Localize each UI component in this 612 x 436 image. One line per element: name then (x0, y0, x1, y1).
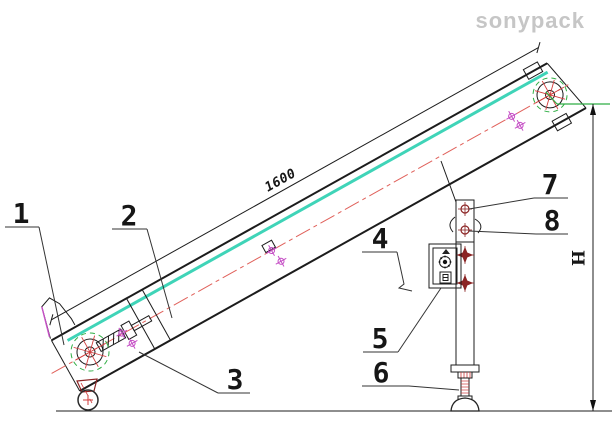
callout-3: 3 (138, 351, 250, 396)
callout-2-leader (146, 228, 173, 319)
wheel-center-cross (83, 395, 93, 405)
callout-3-label: 3 (227, 363, 244, 396)
bracket-bolts (458, 202, 472, 237)
callout-8-label: 8 (544, 204, 561, 237)
callout-1-label: 1 (13, 197, 30, 230)
frame-bottom-edge (79, 107, 587, 392)
pivot-hook-left (449, 216, 456, 233)
head-bearing-block-top (522, 61, 544, 80)
callout-5-label: 5 (372, 322, 389, 355)
head-pulley (532, 77, 568, 113)
dimension-tick-end (536, 41, 541, 54)
control-box (428, 243, 462, 289)
caster-fork (76, 378, 98, 393)
pulley-crosshair (534, 79, 566, 110)
caster-centerline (80, 382, 93, 404)
callout-4-label: 4 (372, 222, 389, 255)
callout-6-label: 6 (373, 356, 390, 389)
callout-4-leader (396, 251, 413, 292)
arrow-down (590, 400, 596, 411)
extension-line-diagonal (545, 91, 558, 105)
callout-2-label: 2 (121, 199, 138, 232)
callout-1: 1 (5, 197, 65, 346)
frame-top-edge (50, 62, 548, 342)
conveyor-belt (66, 70, 549, 342)
callout-8: 8 (468, 204, 568, 237)
bolt-marker-tail (116, 327, 138, 349)
callout-6-leader (408, 385, 460, 391)
callout-7: 7 (468, 168, 568, 210)
callout-1-leader (38, 226, 65, 346)
column-cap (450, 364, 480, 373)
caster-wheel (76, 378, 99, 411)
control-knob (438, 255, 452, 269)
tail-pulley (70, 332, 110, 372)
wheel-outline (77, 389, 99, 411)
dimension-tick-start (49, 314, 54, 326)
head-bearing-block-bottom (551, 112, 573, 132)
tensioner-rod (130, 315, 153, 332)
pulley-pitch-circle (532, 77, 568, 113)
cross-member (126, 298, 156, 350)
callouts: 1 2 3 4 5 6 7 (5, 168, 568, 396)
callout-5: 5 (363, 287, 442, 355)
callout-3-leader (138, 351, 219, 394)
watermark-text: sonypack (476, 8, 586, 33)
pivot-bracket (455, 199, 475, 243)
support-strut (440, 160, 457, 203)
arrow-up (590, 104, 596, 115)
screw-threads (461, 380, 469, 394)
callout-7-leader (468, 197, 535, 210)
hatch-line (112, 332, 115, 345)
conveyor-assembly: 1600 (41, 41, 587, 392)
callout-5-leader (397, 287, 442, 353)
callout-8-leader (468, 230, 537, 235)
pulley-crosshair (73, 335, 107, 369)
indicator-mark (442, 249, 450, 254)
callout-2: 2 (112, 199, 173, 319)
foot-pad (450, 397, 480, 412)
flap-edge-highlight (41, 306, 51, 338)
frame-tail-end-cap (50, 340, 81, 392)
frame-cross-members (126, 289, 171, 350)
callout-6: 6 (362, 356, 460, 391)
pulley-pitch-circle (70, 332, 110, 372)
bolt-marker-head (506, 110, 526, 131)
callout-4: 4 (362, 222, 413, 292)
roller-bolt-markers (116, 110, 526, 349)
height-dimension-label: H (567, 250, 587, 266)
height-dimension: H (545, 91, 610, 411)
callout-7-label: 7 (542, 168, 559, 201)
support-column (440, 160, 482, 412)
dimension-line (51, 47, 539, 321)
conveyor-centerline (51, 84, 569, 374)
bolt-marker-mid (261, 239, 287, 267)
belt-length-dimension-text: 1600 (262, 166, 298, 195)
control-button (439, 271, 452, 284)
nut-hatch (460, 372, 471, 378)
control-box-housing (428, 243, 462, 289)
control-box-panel (432, 247, 458, 285)
column-bolt-stars (456, 246, 474, 292)
cross-member (141, 289, 171, 341)
